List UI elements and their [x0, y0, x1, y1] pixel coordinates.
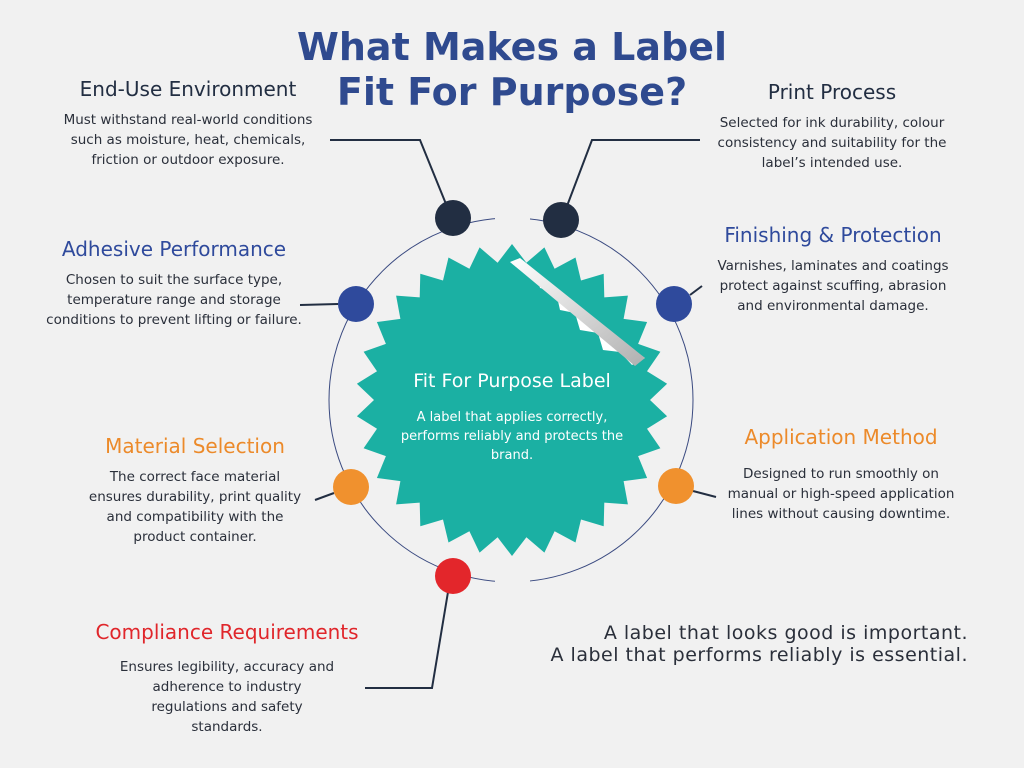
section-heading: Finishing & Protection: [724, 223, 942, 247]
section-body: Must withstand real-world conditions suc…: [63, 112, 313, 168]
title-line-2: Fit For Purpose?: [336, 70, 688, 114]
title-line-1: What Makes a Label: [296, 25, 728, 69]
section-body: Ensures legibility, accuracy and adheren…: [119, 659, 335, 735]
section-heading: Print Process: [767, 80, 897, 104]
starburst-label: [356, 244, 668, 556]
section-body: The correct face material ensures durabi…: [88, 469, 302, 545]
section-print: Print Process Selected for ink durabilit…: [708, 79, 956, 173]
dot-print: [543, 202, 579, 238]
leader-lines: [299, 139, 717, 689]
section-application: Application Method Designed to run smoot…: [722, 424, 960, 524]
center-body: A label that applies correctly, performs…: [400, 410, 624, 463]
section-adhesive: Adhesive Performance Chosen to suit the …: [46, 236, 302, 330]
page-title: What Makes a Label Fit For Purpose?: [262, 25, 762, 115]
dot-compliance: [435, 558, 471, 594]
center-title: Fit For Purpose Label: [413, 370, 611, 392]
peel-fold-icon: [510, 258, 645, 366]
section-heading: Compliance Requirements: [95, 620, 359, 644]
section-heading: Application Method: [744, 425, 938, 449]
dot-finishing: [656, 286, 692, 322]
section-material: Material Selection The correct face mate…: [84, 433, 306, 547]
dot-material: [333, 469, 369, 505]
section-body: Designed to run smoothly on manual or hi…: [727, 466, 955, 522]
section-body: Varnishes, laminates and coatings protec…: [717, 258, 949, 314]
section-heading: Material Selection: [105, 434, 285, 458]
section-finishing: Finishing & Protection Varnishes, lamina…: [705, 222, 961, 316]
section-heading: Adhesive Performance: [61, 237, 287, 261]
tagline: A label that looks good is important. A …: [551, 622, 968, 666]
dot-end-use: [435, 200, 471, 236]
section-heading: End-Use Environment: [79, 77, 297, 101]
tagline-line-1: A label that looks good is important.: [603, 622, 968, 644]
tagline-line-2: A label that performs reliably is essent…: [550, 644, 968, 666]
section-body: Chosen to suit the surface type, tempera…: [46, 272, 302, 328]
section-compliance: Compliance Requirements Ensures legibili…: [76, 619, 378, 737]
section-body: Selected for ink durability, colour cons…: [717, 115, 947, 171]
dot-adhesive: [338, 286, 374, 322]
dot-application: [658, 468, 694, 504]
section-end-use: End-Use Environment Must withstand real-…: [50, 76, 326, 170]
